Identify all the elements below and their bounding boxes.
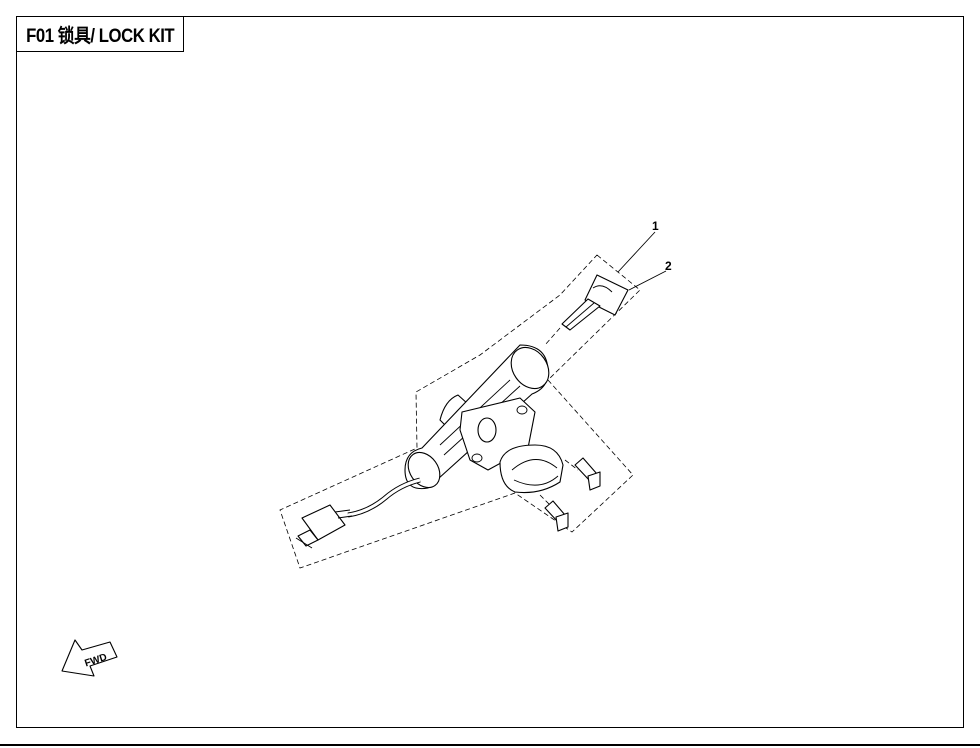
title-box: F01 锁具/ LOCK KIT	[16, 16, 184, 52]
callout-1-label: 1	[652, 219, 659, 233]
clamp-cap	[499, 444, 564, 494]
callout-2-leader	[628, 270, 667, 291]
drawing-frame	[16, 16, 964, 728]
key-part	[561, 274, 629, 331]
callout-1-leader	[617, 231, 656, 273]
key-alignment-line	[544, 327, 561, 346]
forward-arrow-icon: FWD	[61, 639, 118, 677]
screw-lower	[539, 494, 569, 532]
page-title: F01 锁具/ LOCK KIT	[25, 25, 175, 47]
wire-connector	[295, 477, 421, 549]
callout-2-label: 2	[665, 259, 672, 273]
screw-upper	[564, 457, 601, 491]
bottom-border	[0, 744, 980, 746]
